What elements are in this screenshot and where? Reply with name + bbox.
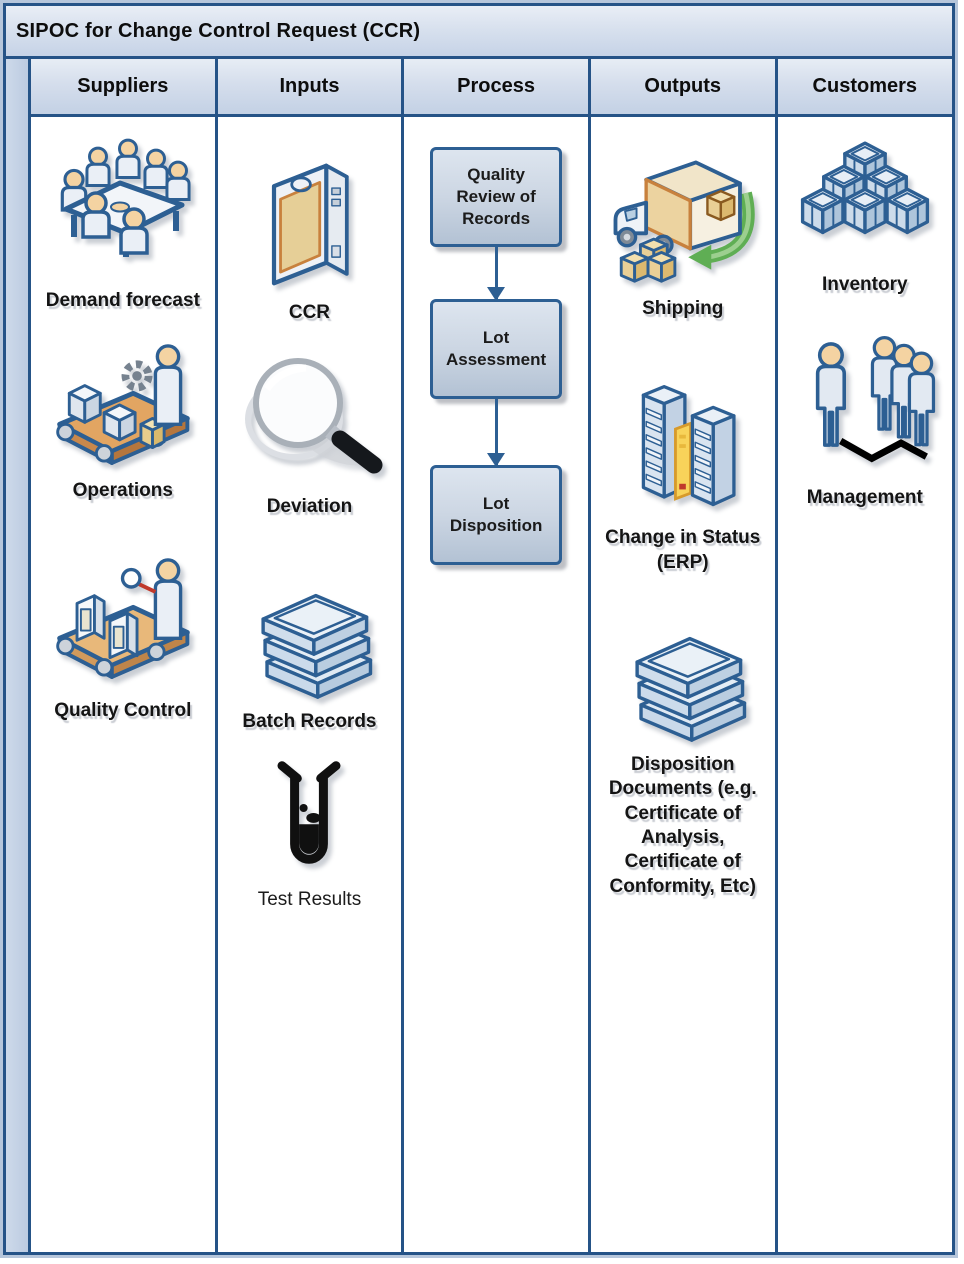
column-suppliers: Suppliers [31,59,218,1252]
left-accent-strip [6,59,31,1252]
item-label: Operations [72,480,173,502]
page-title: SIPOC for Change Control Request (CCR) [6,6,952,59]
column-inputs: Inputs [217,59,405,1252]
column-outputs: Outputs [590,59,778,1252]
item-label: Disposition Documents (e.g. Certificate … [608,753,757,897]
item-label: Deviation [266,496,353,518]
input-item-test-results: Test Results [258,754,361,912]
ccr-box-icon [255,147,363,287]
customer-item-inventory: Inventory [793,137,937,297]
test-tube-icon [264,754,354,880]
item-label: Shipping [642,298,724,319]
item-label: Management [806,487,923,509]
input-item-batch-records: Batch Records [235,580,383,734]
output-item-disposition-documents: Disposition Documents (e.g. Certificate … [605,623,761,899]
column-header-inputs: Inputs [217,59,402,117]
supplier-item-demand-forecast: Demand forecast [46,131,200,313]
process-step-lot-disposition: Lot Disposition [430,465,563,565]
column-header-outputs: Outputs [590,59,775,117]
item-label: Quality Control [54,699,192,721]
item-label: Test Results [257,888,362,910]
meeting-icon [47,131,199,281]
column-header-process: Process [404,59,588,117]
paper-stack-icon [609,623,757,745]
column-header-customers: Customers [777,59,953,117]
item-label: Inventory [822,274,908,295]
process-step-lot-assessment: Lot Assessment [430,299,563,399]
item-label: Batch Records [242,710,377,732]
shipping-truck-icon [604,145,762,289]
magnifying-glass-icon [234,353,384,475]
erp-servers-icon [617,376,749,518]
operations-conveyor-icon [48,335,198,471]
output-item-change-in-status: Change in Status (ERP) [605,376,761,575]
input-item-deviation: Deviation [234,353,384,519]
output-item-shipping: Shipping [604,145,762,321]
flow-arrow-down-icon [494,399,498,465]
item-label: Demand forecast [45,290,200,311]
quality-inspection-conveyor-icon [48,549,198,685]
customer-item-management: Management [792,332,938,510]
column-process: Process Quality Review of Records Lot As… [404,59,591,1252]
supplier-item-operations: Operations [48,335,198,503]
item-label: Change in Status (ERP) [605,527,761,573]
column-customers: Customers [777,59,953,1252]
inventory-cubes-icon [793,137,937,253]
flow-arrow-down-icon [494,247,498,299]
item-label: CCR [288,302,331,323]
process-step-quality-review: Quality Review of Records [430,147,563,247]
management-people-icon [792,332,938,478]
supplier-item-quality-control: Quality Control [48,549,198,723]
paper-stack-icon [235,580,383,702]
input-item-ccr: CCR [255,147,363,325]
column-header-suppliers: Suppliers [31,59,215,117]
